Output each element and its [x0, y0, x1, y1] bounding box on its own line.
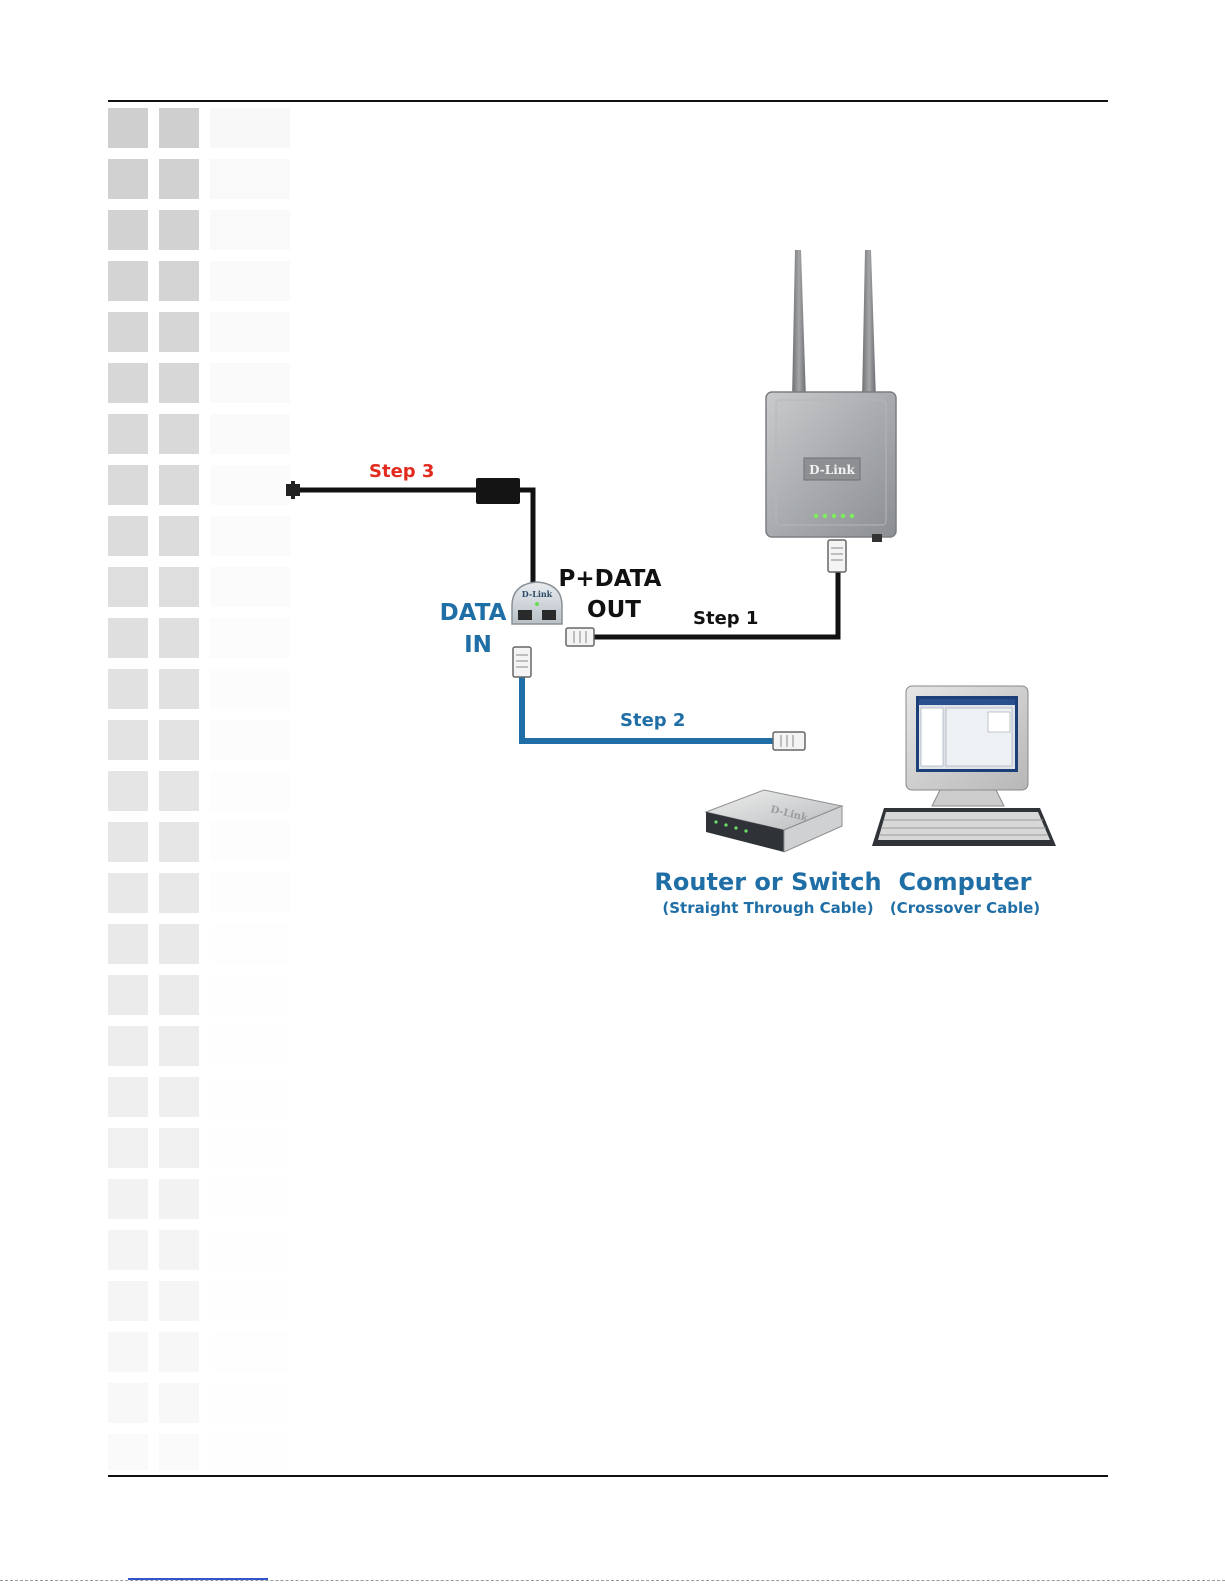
- switch-icon: D-Link: [706, 790, 842, 852]
- injector-logo: D-Link: [522, 589, 553, 599]
- data-in-label-line1: DATA: [440, 600, 507, 626]
- ap-logo: D-Link: [809, 463, 855, 477]
- computer-icon: [872, 686, 1056, 846]
- pdata-out-label-line1: P+DATA: [559, 566, 662, 592]
- rj45-plug-icon: [513, 647, 531, 677]
- computer-subtitle: (Crossover Cable): [890, 899, 1040, 917]
- rj45-plug-icon: [566, 628, 594, 646]
- computer-title: Computer: [899, 868, 1032, 896]
- rj45-plug-icon: [828, 540, 846, 572]
- data-cable: [522, 676, 773, 741]
- step2-label: Step 2: [620, 710, 685, 731]
- poe-injector-icon: D-Link: [512, 582, 562, 624]
- rj45-plug-icon: [773, 732, 805, 750]
- router-title: Router or Switch: [654, 868, 881, 896]
- step3-label: Step 3: [369, 461, 434, 482]
- step1-label: Step 1: [693, 608, 758, 629]
- data-in-label-line2: IN: [464, 632, 492, 658]
- access-point-icon: D-Link: [766, 250, 896, 542]
- router-subtitle: (Straight Through Cable): [662, 899, 873, 917]
- pdata-out-label-line2: OUT: [587, 597, 641, 623]
